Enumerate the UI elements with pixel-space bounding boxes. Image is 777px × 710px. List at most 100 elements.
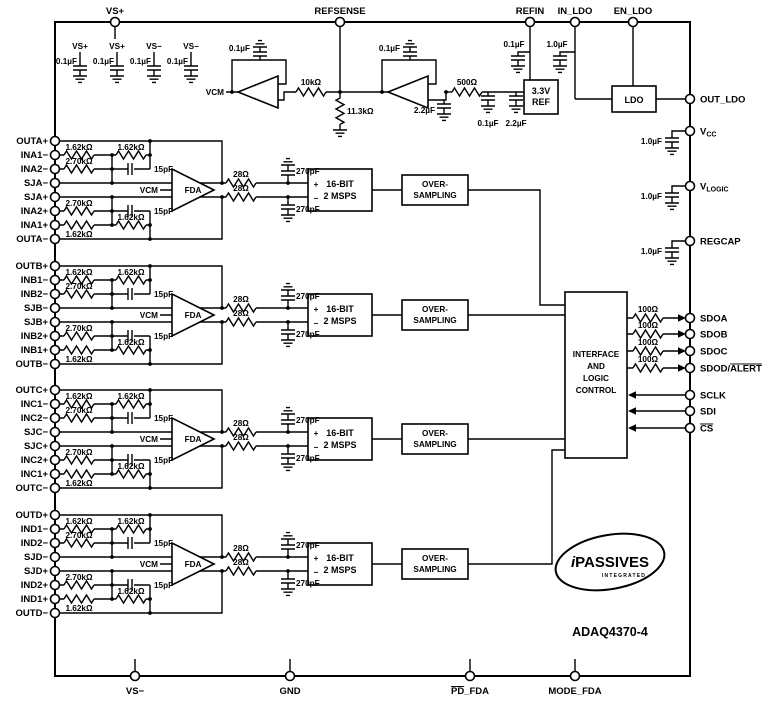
- bottom-pins: VS− GND PD_FDA MODE_FDA: [126, 659, 602, 697]
- pin-label: REGCAP: [700, 237, 741, 248]
- channel-d: [51, 511, 469, 618]
- pin-label: PD_FDA: [451, 686, 489, 697]
- pin-label: SCLK: [700, 391, 726, 402]
- sdo-outputs: 100Ω 100Ω 100Ω 100Ω SDOA SDOB SDOC SDOD/…: [627, 305, 762, 375]
- interface-label: LOGIC: [583, 374, 609, 383]
- cap-value: 0.1µF: [93, 57, 114, 66]
- pin-label: OUTD−: [16, 608, 49, 619]
- channel-b: [51, 262, 469, 369]
- logo-ipassives: iPASSIVES INTEGRATED: [554, 532, 666, 592]
- pin-label: INB1+: [21, 345, 49, 356]
- cap-value: 1.0µF: [641, 247, 662, 256]
- pin-label: SDOD/ALERT: [700, 364, 762, 375]
- spi-inputs: SCLK SDI CS: [628, 389, 726, 435]
- pin-label: OUTD+: [16, 510, 49, 521]
- cap-value: 1.0µF: [546, 40, 567, 49]
- pin-label: EN_LDO: [614, 6, 653, 17]
- pin-label: VCC: [700, 127, 716, 139]
- cap-value: 2.2µF: [505, 119, 526, 128]
- reference-box: [523, 79, 559, 115]
- pin-label: INA1+: [21, 220, 49, 231]
- channel-routing: [468, 189, 565, 565]
- interface-logic-block: INTERFACE AND LOGIC CONTROL: [564, 291, 628, 459]
- pin-label: SJB−: [24, 303, 48, 314]
- top-supply-decoupling: VS+ VS+ VS− VS− 0.1µF 0.1µF 0.1µF 0.1µF: [56, 27, 199, 84]
- top-pins: VS+ REFSENSE REFIN IN_LDO EN_LDO: [106, 6, 652, 92]
- pin-label: VS+: [106, 6, 125, 17]
- pin-label: OUTC+: [16, 385, 49, 396]
- rail-label: VS+: [109, 42, 125, 51]
- cap-value: 0.1µF: [167, 57, 188, 66]
- pin-label: REFIN: [516, 6, 545, 17]
- pin-label: SDI: [700, 407, 716, 418]
- right-power-pins: OUT_LDO 1.0µF VCC 1.0µF VLOGIC 1.0µF REG…: [641, 93, 745, 266]
- pin-label: OUTB+: [16, 261, 49, 272]
- resistor-value: 100Ω: [638, 305, 659, 314]
- pin-label: GND: [279, 686, 300, 697]
- reference-label: 3.3V: [532, 86, 551, 96]
- ldo-box: [611, 85, 657, 113]
- part-number: ADAQ4370-4: [572, 625, 648, 639]
- pin-label: SDOA: [700, 314, 728, 325]
- rail-label: VS−: [183, 42, 199, 51]
- pin-label: SJB+: [24, 317, 48, 328]
- pin-label: INB2−: [21, 289, 49, 300]
- reference-label: REF: [532, 97, 551, 107]
- rail-label: VS−: [146, 42, 162, 51]
- resistor-value: 100Ω: [638, 321, 659, 330]
- pin-label: SJC−: [24, 427, 48, 438]
- channel-c: [51, 386, 469, 493]
- pin-label: OUT_LDO: [700, 95, 745, 106]
- pin-label: INA2−: [21, 164, 49, 175]
- vcm-buffer-circuit: VCM 10kΩ 11.3kΩ: [206, 41, 388, 138]
- ldo-label: LDO: [625, 95, 644, 105]
- cap-value: 0.1µF: [477, 119, 498, 128]
- pin-label: REFSENSE: [314, 6, 365, 17]
- pin-label: INC1+: [21, 469, 49, 480]
- pin-label: OUTC−: [16, 483, 49, 494]
- pin-label: CS: [700, 424, 713, 435]
- pin-label: SDOC: [700, 347, 728, 358]
- resistor-value: 11.3kΩ: [347, 107, 374, 116]
- pin-label: IND1−: [21, 524, 49, 535]
- pin-label: OUTA+: [16, 136, 48, 147]
- pin-label: OUTB−: [16, 359, 49, 370]
- resistor-value: 100Ω: [638, 355, 659, 364]
- logo-text: iPASSIVES: [571, 554, 649, 571]
- pin-label: IND1+: [21, 594, 49, 605]
- reference-buffer-circuit: 2.2µF 500Ω 0.1µF 2.2µF 3.3V REF 0.1µF: [379, 27, 559, 128]
- pin-label: MODE_FDA: [548, 686, 601, 697]
- pin-label: SJA−: [24, 178, 48, 189]
- pin-label: IN_LDO: [558, 6, 593, 17]
- ldo-circuit: 1.0µF LDO: [546, 27, 685, 113]
- pin-label: VS−: [126, 686, 145, 697]
- pin-label: SJD+: [24, 566, 48, 577]
- rail-label: VS+: [72, 42, 88, 51]
- interface-label: CONTROL: [576, 386, 616, 395]
- resistor-value: 10kΩ: [301, 78, 322, 87]
- pin-label: INC1−: [21, 399, 49, 410]
- pin-label: SJD−: [24, 552, 48, 563]
- pin-label: IND2−: [21, 538, 49, 549]
- pin-label: SJA+: [24, 192, 48, 203]
- pin-label: INA1−: [21, 150, 49, 161]
- pin-label: IND2+: [21, 580, 49, 591]
- pin-label: INC2+: [21, 455, 49, 466]
- resistor-value: 100Ω: [638, 338, 659, 347]
- cap-value: 2.2µF: [414, 106, 435, 115]
- pin-label: INB2+: [21, 331, 49, 342]
- left-pin-labels: OUTA+ INA1− INA2− SJA− SJA+ INA2+ INA1+ …: [16, 136, 49, 619]
- pin-label: INA2+: [21, 206, 49, 217]
- cap-value: 0.1µF: [503, 40, 524, 49]
- cap-value: 0.1µF: [130, 57, 151, 66]
- logo-subtext: INTEGRATED: [602, 573, 646, 579]
- cap-value: 0.1µF: [56, 57, 77, 66]
- pin-label: OUTA−: [16, 234, 48, 245]
- pin-label: INC2−: [21, 413, 49, 424]
- pin-label: SJC+: [24, 441, 48, 452]
- cap-value: 1.0µF: [641, 192, 662, 201]
- vcm-net-label: VCM: [206, 88, 224, 97]
- cap-value: 1.0µF: [641, 137, 662, 146]
